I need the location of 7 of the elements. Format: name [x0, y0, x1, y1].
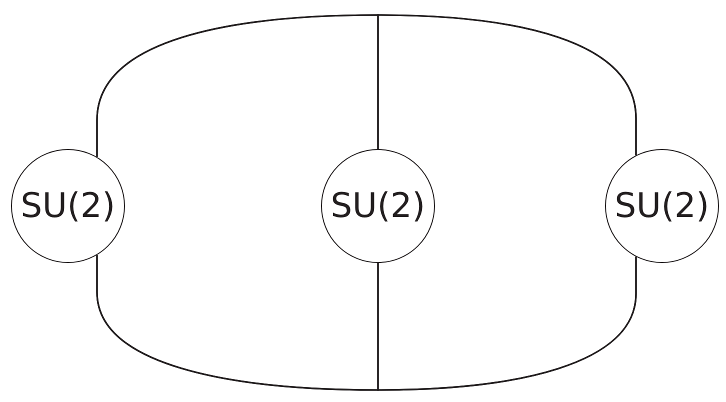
group-label: SU(2)	[614, 186, 710, 226]
connector-line	[377, 14, 637, 156]
group-label: SU(2)	[20, 186, 116, 226]
group-label: SU(2)	[330, 186, 426, 226]
connector-line	[377, 256, 637, 391]
connector-line	[96, 255, 379, 391]
connector-line	[96, 14, 379, 157]
